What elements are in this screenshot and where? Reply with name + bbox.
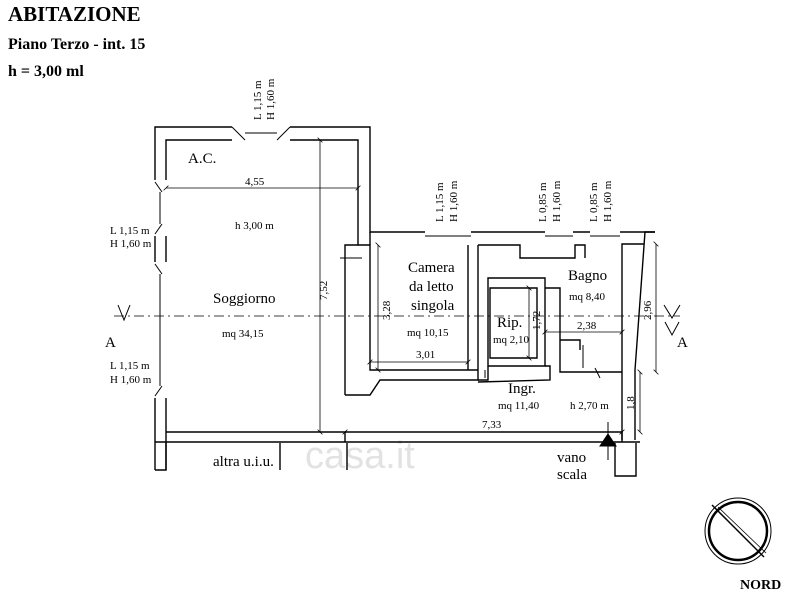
dim-total-width: 7,33 — [482, 419, 502, 431]
window-top-l: L 1,15 m — [252, 80, 264, 120]
section-mark-left: A — [105, 335, 116, 351]
window-bagno1-l: L 0,85 m — [537, 182, 549, 222]
window-top-h: H 1,60 m — [265, 78, 277, 120]
window-left-upper-l: L 1,15 m — [110, 225, 150, 237]
dimension-lines — [163, 137, 659, 435]
soggiorno-height: h 3,00 m — [235, 220, 274, 232]
camera-area: mq 10,15 — [407, 327, 449, 339]
entrance-marker — [599, 422, 617, 460]
window-left-lower-l: L 1,15 m — [110, 360, 150, 372]
window-bagno2-l: L 0,85 m — [588, 182, 600, 222]
dim-soggiorno-width: 4,55 — [245, 176, 265, 188]
north-compass-icon — [704, 497, 772, 565]
dim-camera-depth: 3,28 — [381, 300, 393, 320]
camera-name-1: Camera — [408, 260, 455, 276]
window-left-lower-h: H 1,60 m — [110, 374, 152, 386]
soggiorno-name: Soggiorno — [213, 291, 276, 307]
window-camera-l: L 1,15 m — [434, 182, 446, 222]
bagno-name: Bagno — [568, 268, 607, 284]
dim-bagno-depth: 2,96 — [642, 300, 654, 320]
vano-scala-label-1: vano — [557, 450, 586, 466]
section-arrows — [117, 304, 681, 337]
section-mark-right: A — [677, 335, 688, 351]
camera-name-3: singola — [411, 298, 455, 314]
door-marks — [340, 257, 601, 379]
window-camera-h: H 1,60 m — [448, 180, 460, 222]
altra-uiu-label: altra u.i.u. — [213, 454, 274, 470]
dim-rip-depth: 1,72 — [531, 311, 543, 330]
rip-name: Rip. — [497, 315, 522, 331]
window-bagno2-h: H 1,60 m — [602, 180, 614, 222]
camera-name-2: da letto — [409, 279, 454, 295]
ingresso-height: h 2,70 m — [570, 400, 609, 412]
bagno-area: mq 8,40 — [569, 291, 606, 303]
dim-ingresso-depth: 1,8 — [625, 396, 637, 410]
ceiling-height-label: h = 3,00 ml — [8, 63, 84, 80]
ingresso-area: mq 11,40 — [498, 400, 540, 412]
dim-soggiorno-depth: 7,52 — [318, 281, 330, 300]
rip-area: mq 2,10 — [493, 334, 530, 346]
ingresso-name: Ingr. — [508, 381, 536, 397]
plan-title: ABITAZIONE — [8, 2, 141, 26]
plan-subtitle: Piano Terzo - int. 15 — [8, 36, 146, 53]
window-bagno1-h: H 1,60 m — [551, 180, 563, 222]
north-label: NORD — [740, 578, 781, 593]
soggiorno-area: mq 34,15 — [222, 328, 264, 340]
vano-scala-label-2: scala — [557, 467, 587, 483]
dim-camera-width: 3,01 — [416, 349, 435, 361]
windows — [152, 124, 620, 398]
ac-label: A.C. — [188, 151, 216, 167]
window-left-upper-h: H 1,60 m — [110, 238, 152, 250]
dim-bagno-width: 2,38 — [577, 320, 597, 332]
